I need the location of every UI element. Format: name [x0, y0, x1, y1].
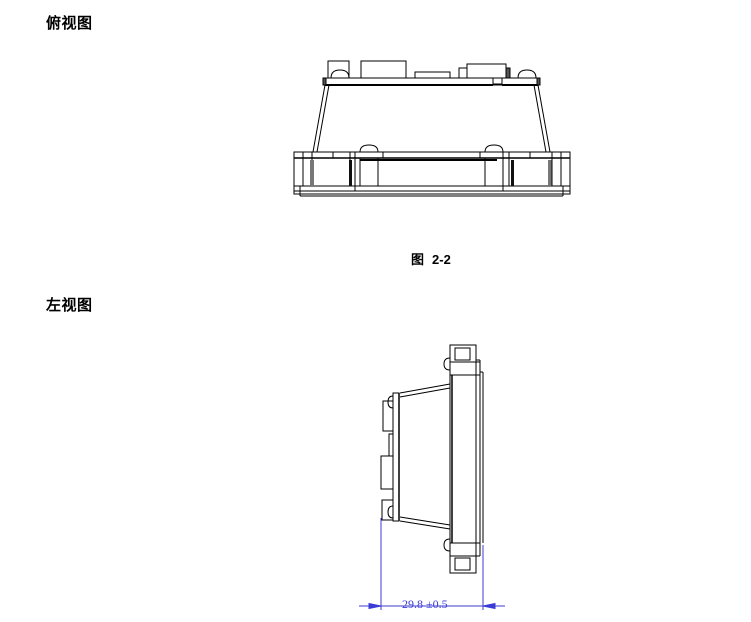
left-view-heading: 左视图 — [46, 296, 93, 314]
top-view-drawing — [293, 60, 571, 197]
top-view-heading: 俯视图 — [46, 14, 93, 32]
figure-caption-prefix: 图 — [411, 252, 425, 267]
figure-caption: 图 2-2 — [411, 249, 451, 268]
figure-caption-number: 2-2 — [432, 252, 451, 267]
left-view-drawing — [380, 344, 484, 574]
dimension-lines — [359, 518, 505, 610]
dimension-label: 29.8 ±0.5 — [402, 597, 448, 611]
